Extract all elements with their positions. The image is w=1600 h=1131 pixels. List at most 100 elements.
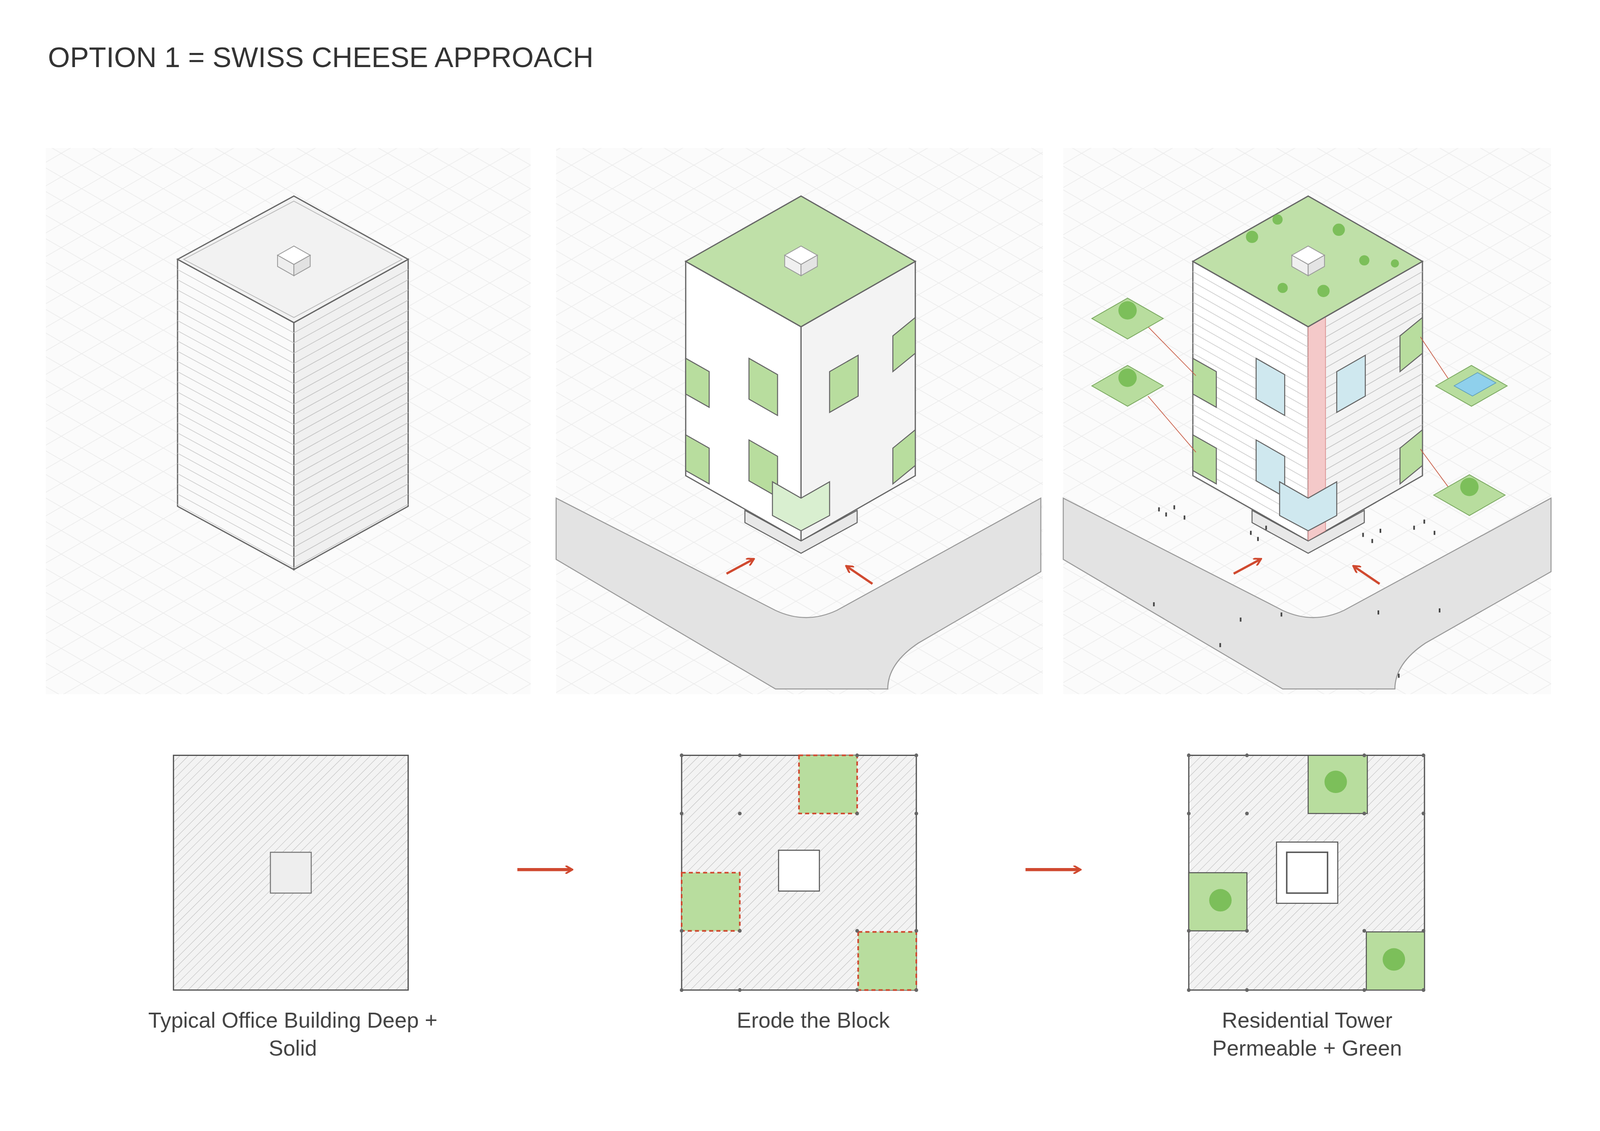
drawing-part (293, 422, 408, 486)
drawing-part (737, 811, 742, 816)
drawing-part (177, 381, 294, 445)
drawing-part (293, 330, 408, 395)
drawing-part (1192, 424, 1309, 490)
drawing-part (1240, 617, 1242, 622)
drawing-part (1165, 512, 1168, 517)
drawing-part (293, 340, 408, 405)
drawing-part (1187, 987, 1191, 992)
drawing-part (177, 422, 294, 486)
drawing-part (685, 195, 916, 327)
panel-ground (556, 147, 1043, 694)
drawing-part (1277, 282, 1288, 293)
drawing-part (1435, 365, 1508, 407)
step-arrow (1025, 867, 1080, 871)
drawing-part (1252, 510, 1365, 554)
drawing-part (1366, 931, 1425, 990)
drawing-part (293, 494, 408, 558)
drawing-part (1118, 301, 1137, 320)
drawing-part (177, 310, 294, 374)
drawing-part (177, 463, 294, 527)
drawing-part (778, 850, 820, 891)
drawing-part (1421, 928, 1426, 933)
drawing-part (1423, 519, 1425, 524)
drawing-part (1173, 505, 1175, 510)
drawing-part (270, 852, 312, 893)
drawing-part (685, 317, 916, 498)
drawing-part (1192, 353, 1309, 419)
drawing-part (1400, 317, 1423, 372)
drawing-part (177, 195, 408, 323)
drawing-part (1256, 358, 1285, 416)
drawing-part (1272, 214, 1283, 225)
panel-grid (1063, 147, 1552, 694)
drawing-part (293, 473, 408, 538)
drawing-part (1308, 255, 1325, 276)
drawing-part (1209, 888, 1232, 912)
floor-plan (173, 755, 408, 990)
drawing-part (177, 473, 294, 538)
office-tower (177, 195, 408, 570)
drawing-part (293, 255, 310, 276)
drawing-part (183, 201, 403, 318)
drawing-part (1359, 255, 1370, 266)
drawing-part (737, 753, 742, 758)
drawing-part (892, 317, 916, 372)
drawing-part (1421, 811, 1426, 816)
drawing-part (1280, 612, 1283, 617)
drawing-part (1245, 811, 1249, 816)
floating-garden (1147, 326, 1449, 488)
drawing-part (177, 453, 294, 517)
drawing-part (1147, 395, 1196, 453)
drawing-part (177, 330, 294, 395)
drawing-part (1276, 842, 1338, 904)
drawing-part (1362, 532, 1364, 538)
drawing-part (177, 351, 294, 415)
drawing-part (1362, 753, 1367, 758)
drawing-part (1188, 872, 1248, 931)
entry-arrow (847, 566, 873, 584)
drawing-part (177, 361, 294, 425)
drawing-part (680, 928, 684, 933)
entry-arrow (726, 559, 754, 574)
drawing-part (1421, 987, 1426, 992)
drawing-part (737, 928, 742, 933)
drawing-part (1362, 928, 1367, 933)
drawing-part (1187, 811, 1191, 816)
drawing-part (1324, 770, 1348, 793)
floating-garden (1091, 297, 1508, 516)
drawing-part (1187, 928, 1191, 933)
floor-plan (681, 755, 917, 990)
drawing-part (1245, 987, 1249, 992)
drawing-part (914, 811, 919, 816)
drawing-part (293, 483, 408, 548)
drawing-part (914, 928, 919, 933)
diagram-title: OPTION 1 = SWISS CHEESE APPROACH (47, 38, 594, 76)
drawing-part (1413, 525, 1415, 530)
drawing-part (745, 510, 858, 554)
drawing-part (177, 320, 294, 384)
drawing-part (914, 753, 919, 758)
drawing-part (892, 429, 916, 484)
drawing-part (293, 432, 408, 497)
drawing-part (680, 987, 684, 992)
entry-arrow (1233, 559, 1261, 574)
drawing-part (685, 358, 710, 408)
drawing-part (1362, 811, 1367, 816)
drawing-part (914, 987, 919, 992)
drawing-part (1187, 753, 1191, 758)
drawing-part (685, 435, 710, 485)
drawing-part (177, 340, 294, 405)
panel-ground (1063, 147, 1552, 694)
drawing-part (1377, 610, 1380, 615)
drawing-part (855, 753, 860, 758)
drawing-part (680, 811, 684, 816)
drawing-part (858, 931, 917, 990)
column-dots (680, 753, 1426, 992)
drawing-part (293, 381, 408, 445)
drawing-part (1421, 753, 1426, 758)
drawing-part (293, 504, 408, 568)
drawing-part (1091, 297, 1163, 339)
drawing-part (1400, 429, 1423, 484)
drawing-part (1192, 358, 1217, 408)
